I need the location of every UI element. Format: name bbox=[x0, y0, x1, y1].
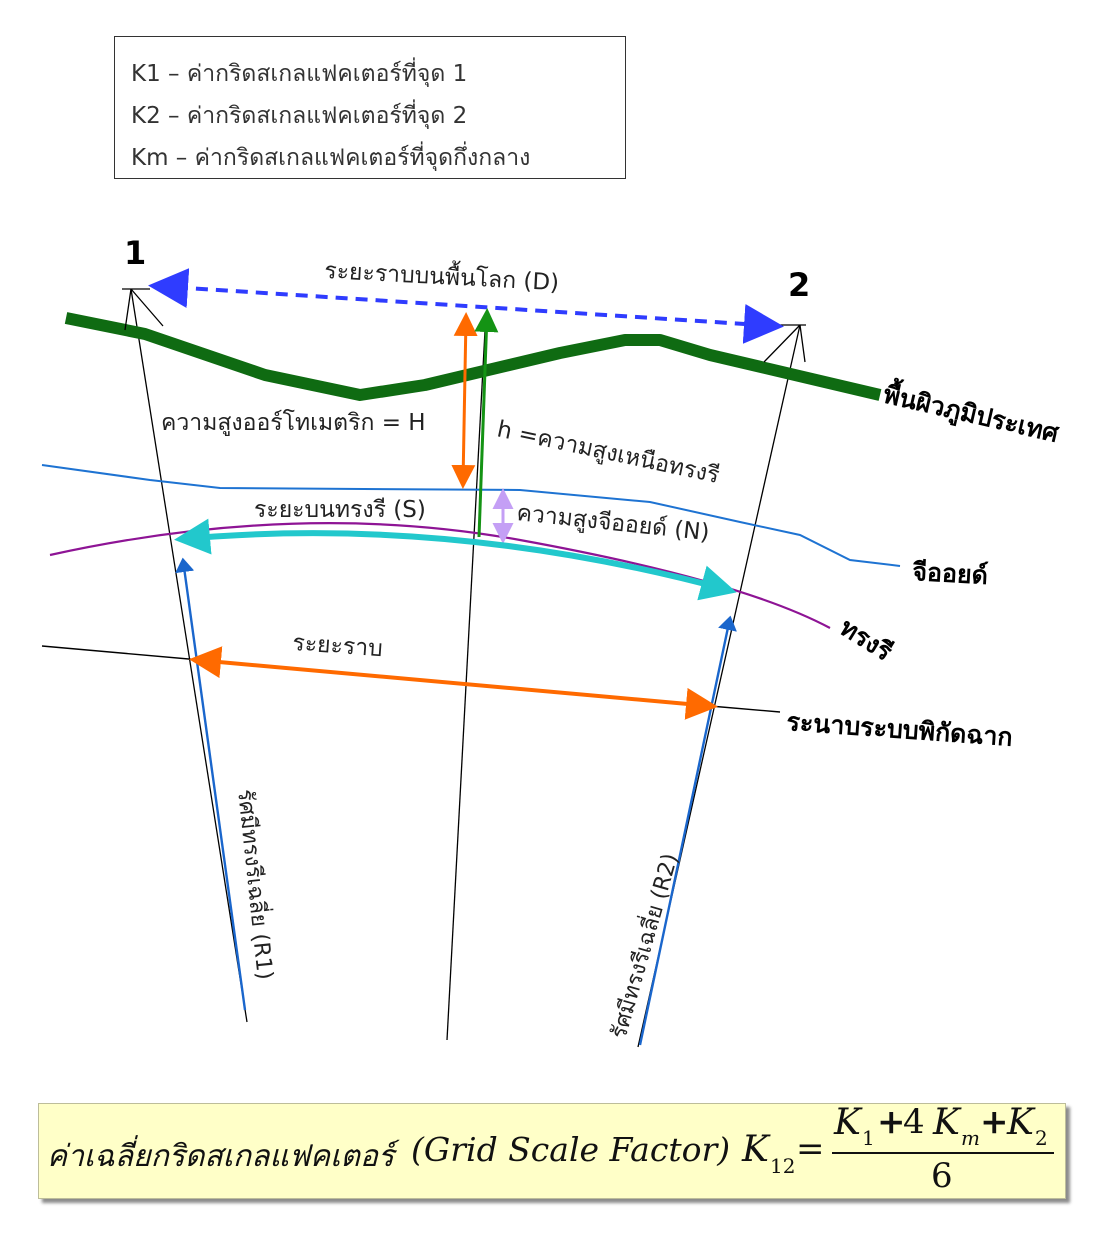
denominator: 6 bbox=[931, 1156, 953, 1196]
numerator-k2: K bbox=[1007, 1102, 1034, 1143]
point-2-label: 2 bbox=[788, 266, 810, 304]
geoid-line bbox=[41, 464, 901, 567]
terrain-line bbox=[64, 312, 882, 401]
grid-distance-label: ระยะราบ bbox=[292, 630, 384, 662]
normal-line-mid bbox=[446, 311, 487, 1041]
orthometric-height-label: ความสูงออร์โทเมตริก = H bbox=[161, 409, 426, 436]
formula-label: ค่าเฉลี่ยกริดสเกลแฟคเตอร์ bbox=[47, 1139, 394, 1174]
numerator-km: K bbox=[933, 1102, 960, 1143]
radius-1-label: รัศมีทรงรีเฉลี่ย (R1) bbox=[232, 788, 281, 981]
formula-paren-text: (Grid Scale Factor) bbox=[411, 1130, 731, 1169]
radius-2-label: รัศมีทรงรีเฉลี่ย (R2) bbox=[603, 850, 684, 1042]
numerator-k1-sub: 1 bbox=[862, 1126, 875, 1150]
numerator-k1: K bbox=[834, 1102, 861, 1143]
radius-arrow-2 bbox=[638, 615, 737, 1046]
point-2-marker bbox=[763, 324, 806, 363]
radius-arrow-1 bbox=[175, 557, 247, 1011]
numerator-plus-1: + bbox=[877, 1102, 906, 1142]
legend-k1: K1 – ค่ากริดสเกลแฟคเตอร์ที่จุด 1 bbox=[131, 61, 468, 87]
ellipsoid-distance-label: ระยะบนทรงรี (S) bbox=[254, 497, 426, 523]
numerator-coefficient: 4 bbox=[903, 1102, 925, 1142]
formula-box: ค่าเฉลี่ยกริดสเกลแฟคเตอร์ (Grid Scale Fa… bbox=[38, 1102, 1066, 1199]
numerator-plus-2: + bbox=[980, 1102, 1009, 1142]
geoid-height-label: ความสูงจีออยด์ (N) bbox=[515, 499, 710, 546]
normal-line-1 bbox=[130, 288, 248, 1023]
geoid-label: จีออยด์ bbox=[911, 557, 988, 590]
orthometric-height-arrow bbox=[451, 312, 478, 489]
point-1-label: 1 bbox=[124, 234, 146, 272]
point-1-marker bbox=[122, 288, 164, 331]
terrain-label: พื้นผิวภูมิประเทศ bbox=[880, 375, 1063, 451]
numerator-km-sub: m bbox=[961, 1126, 980, 1150]
ellipsoid-distance-arrow bbox=[174, 518, 737, 601]
legend-box: K1 – ค่ากริดสเกลแฟคเตอร์ที่จุด 1 K2 – ค่… bbox=[114, 36, 626, 179]
formula-lhs-sub: 12 bbox=[770, 1154, 796, 1178]
ellipsoid-height-label: h =ความสูงเหนือทรงรี bbox=[495, 416, 722, 489]
formula-equals: = bbox=[796, 1129, 825, 1169]
legend-k2: K2 – ค่ากริดสเกลแฟคเตอร์ที่จุด 2 bbox=[131, 103, 468, 129]
formula-lhs: K bbox=[742, 1129, 769, 1170]
ground-distance-label: ระยะราบบนพื้นโลก (D) bbox=[324, 254, 560, 296]
ground-distance-arrow bbox=[148, 268, 784, 344]
numerator-k2-sub: 2 bbox=[1035, 1126, 1048, 1150]
fraction-bar bbox=[832, 1152, 1054, 1154]
ellipsoid-height-arrow bbox=[474, 308, 499, 538]
legend-km: Km – ค่ากริดสเกลแฟคเตอร์ที่จุดกึ่งกลาง bbox=[131, 145, 531, 171]
ellipsoid-label: ทรงรี bbox=[835, 612, 898, 666]
grid-distance-arrow bbox=[189, 646, 718, 720]
projection-plane-label: ระนาบระบบพิกัดฉาก bbox=[786, 707, 1014, 752]
